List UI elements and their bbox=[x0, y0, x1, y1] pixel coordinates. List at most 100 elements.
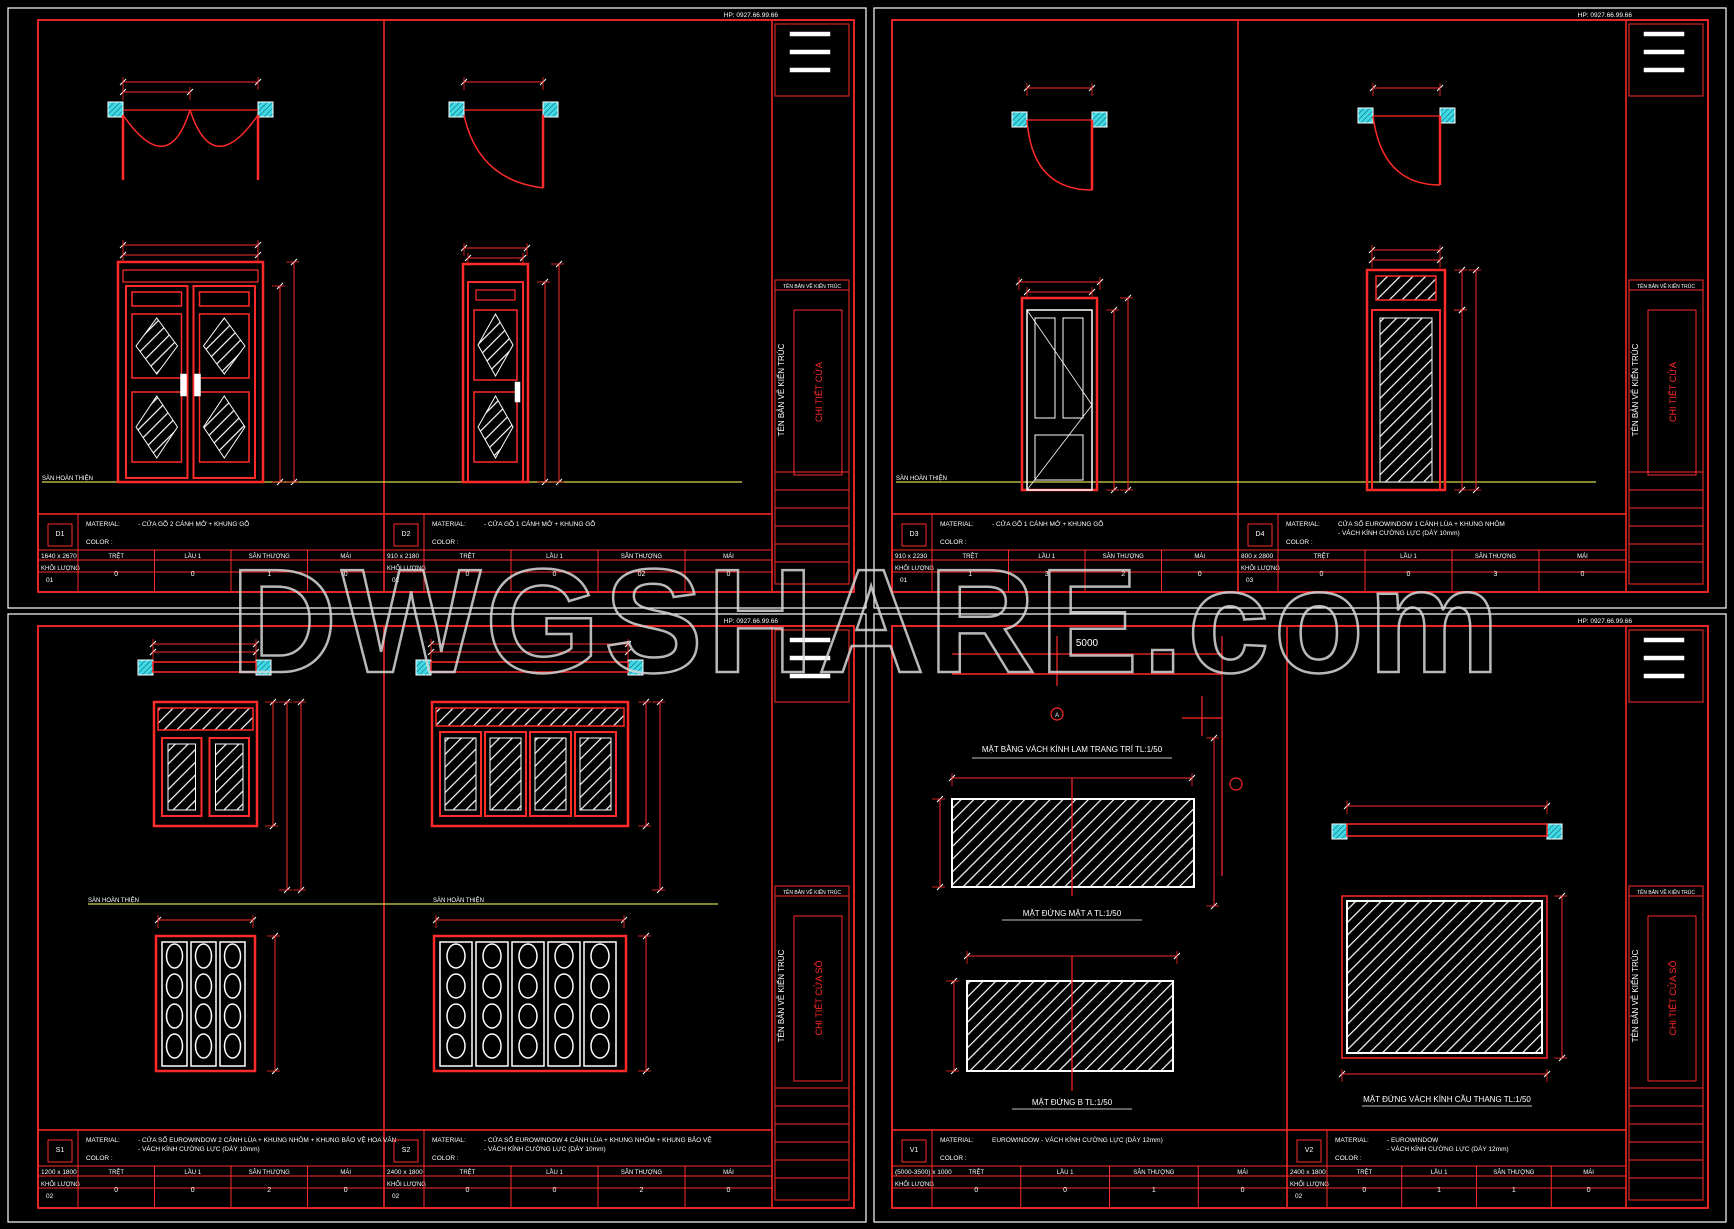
grille-bar bbox=[475, 941, 509, 1067]
qty-value: 0 bbox=[1198, 571, 1202, 578]
bottom-panel bbox=[131, 391, 183, 463]
qty-value: 0 bbox=[727, 1187, 731, 1194]
sheet-name-title-label: TÊN BẢN VẼ KIẾN TRÚC bbox=[776, 343, 786, 436]
wall-section bbox=[107, 101, 124, 118]
plan-title: MẶT BẰNG VÁCH KÍNH LAM TRANG TRÍ TL:1/50 bbox=[982, 745, 1163, 754]
level-header: MÁI bbox=[1237, 1169, 1248, 1176]
wall-section bbox=[448, 101, 465, 118]
qty-value: 0 bbox=[974, 1187, 978, 1194]
door-swing-arc bbox=[1026, 119, 1093, 191]
grille-scroll bbox=[590, 943, 610, 969]
khoi-luong-label: KHỐI LƯỢNG bbox=[387, 565, 426, 572]
qty-value: 0 bbox=[114, 571, 118, 578]
title-block-main bbox=[774, 279, 850, 585]
level-header: TRỆT bbox=[460, 552, 476, 560]
level-header: SÂN THƯỢNG bbox=[1493, 1169, 1534, 1176]
count-value: 02 bbox=[392, 1193, 400, 1200]
khoi-luong-label: KHỐI LƯỢNG bbox=[41, 565, 80, 572]
window-plan bbox=[152, 661, 257, 673]
door-code: D3 bbox=[910, 531, 919, 538]
level-header: TRỆT bbox=[1357, 1168, 1373, 1176]
qty-value: 02 bbox=[638, 571, 646, 578]
finished-floor-label: SÀN HOÀN THIỆN bbox=[896, 474, 947, 482]
middle-panel bbox=[473, 309, 518, 381]
title-block-text-bar bbox=[1643, 49, 1685, 55]
qty-value: 0 bbox=[344, 1187, 348, 1194]
material-value: - CỬA GỖ 2 CÁNH MỞ + KHUNG GỖ bbox=[138, 519, 249, 528]
material-value-2: - VÁCH KÍNH CƯỜNG LỰC (DÀY 10mm) bbox=[138, 1144, 260, 1153]
material-label: MATERIAL: bbox=[86, 521, 120, 528]
color-label: COLOR : bbox=[86, 1155, 113, 1162]
count-value: 03 bbox=[1246, 577, 1254, 584]
title-block-header: TÊN BẢN VẼ KIẾN TRÚC bbox=[1637, 282, 1695, 290]
grille-scroll bbox=[554, 973, 574, 999]
level-header: TRỆT bbox=[108, 1168, 124, 1176]
khoi-luong-label: KHỐI LƯỢNG bbox=[41, 1181, 80, 1188]
door-d3 bbox=[1011, 83, 1133, 494]
window-s2 bbox=[415, 639, 665, 1075]
grille-scroll bbox=[446, 1003, 466, 1029]
sheet-title: CHI TIẾT CỬA bbox=[813, 362, 824, 422]
door-handle bbox=[194, 373, 201, 397]
bottom-panel bbox=[198, 391, 250, 463]
title-block-text-bar bbox=[789, 31, 831, 37]
size-value: 910 x 2180 bbox=[387, 553, 420, 560]
door-code: S1 bbox=[56, 1147, 65, 1154]
title-block-text-bar bbox=[789, 67, 831, 73]
level-header: SÂN THƯỢNG bbox=[249, 553, 290, 560]
bottom-panel bbox=[473, 391, 518, 463]
door-swing-line bbox=[1026, 309, 1093, 406]
door-code: V1 bbox=[910, 1147, 919, 1154]
level-header: LẦU 1 bbox=[1400, 553, 1417, 560]
qty-value: 2 bbox=[267, 1187, 271, 1194]
door-handle bbox=[180, 373, 187, 397]
middle-panel bbox=[131, 313, 183, 379]
grille-scroll bbox=[590, 1003, 610, 1029]
qty-value: 2 bbox=[1121, 571, 1125, 578]
material-label: MATERIAL: bbox=[86, 1137, 120, 1144]
wall-section bbox=[1011, 111, 1028, 128]
door-glass bbox=[1379, 317, 1433, 483]
door-frame bbox=[116, 260, 265, 484]
transom-glass bbox=[1375, 275, 1437, 301]
door-leaf bbox=[192, 285, 256, 479]
material-label: MATERIAL: bbox=[1286, 521, 1320, 528]
stair-glass-plan bbox=[1346, 823, 1548, 837]
grille-scroll bbox=[590, 973, 610, 999]
stair-glass-elevation bbox=[1346, 900, 1543, 1054]
size-value: 1640 x 2670 bbox=[41, 553, 77, 560]
sheet-name-box bbox=[1647, 309, 1697, 476]
qty-value: 0 bbox=[344, 571, 348, 578]
grille-scroll bbox=[518, 1003, 538, 1029]
title-block-main bbox=[1628, 885, 1704, 1201]
title-block-top bbox=[774, 23, 850, 97]
stair-elevation-title: MẶT ĐỨNG VÁCH KÍNH CẦU THANG TL:1/50 bbox=[1363, 1094, 1531, 1104]
material-value: CỬA SỔ EUROWINDOW 1 CÁNH LÙA + KHUNG NHÔ… bbox=[1338, 519, 1505, 528]
grille-scroll bbox=[194, 973, 213, 999]
door-d4 bbox=[1357, 83, 1481, 494]
sheet-borders bbox=[7, 7, 1727, 1223]
qty-value: 0 bbox=[553, 1187, 557, 1194]
code-box bbox=[47, 523, 73, 547]
code-box bbox=[901, 1139, 927, 1163]
sheet-title: CHI TIẾT CỬA SỔ bbox=[813, 961, 824, 1036]
glass-elevation-a bbox=[951, 798, 1195, 888]
grille-scroll bbox=[223, 1033, 242, 1059]
door-leaf bbox=[125, 285, 189, 479]
grille-scroll bbox=[194, 1033, 213, 1059]
level-header: LẦU 1 bbox=[1057, 1169, 1074, 1176]
title-block-text-bar bbox=[1643, 655, 1685, 661]
grille-scroll bbox=[482, 1003, 502, 1029]
phone-label: HP: 0927.66.99.66 bbox=[1578, 12, 1633, 19]
grille-scroll bbox=[223, 973, 242, 999]
material-label: MATERIAL: bbox=[1335, 1137, 1369, 1144]
top-panel bbox=[475, 289, 516, 301]
material-value-2: - VÁCH KÍNH CƯỜNG LỰC (DÀY 12mm) bbox=[1387, 1144, 1509, 1153]
grille-bar bbox=[190, 941, 217, 1067]
